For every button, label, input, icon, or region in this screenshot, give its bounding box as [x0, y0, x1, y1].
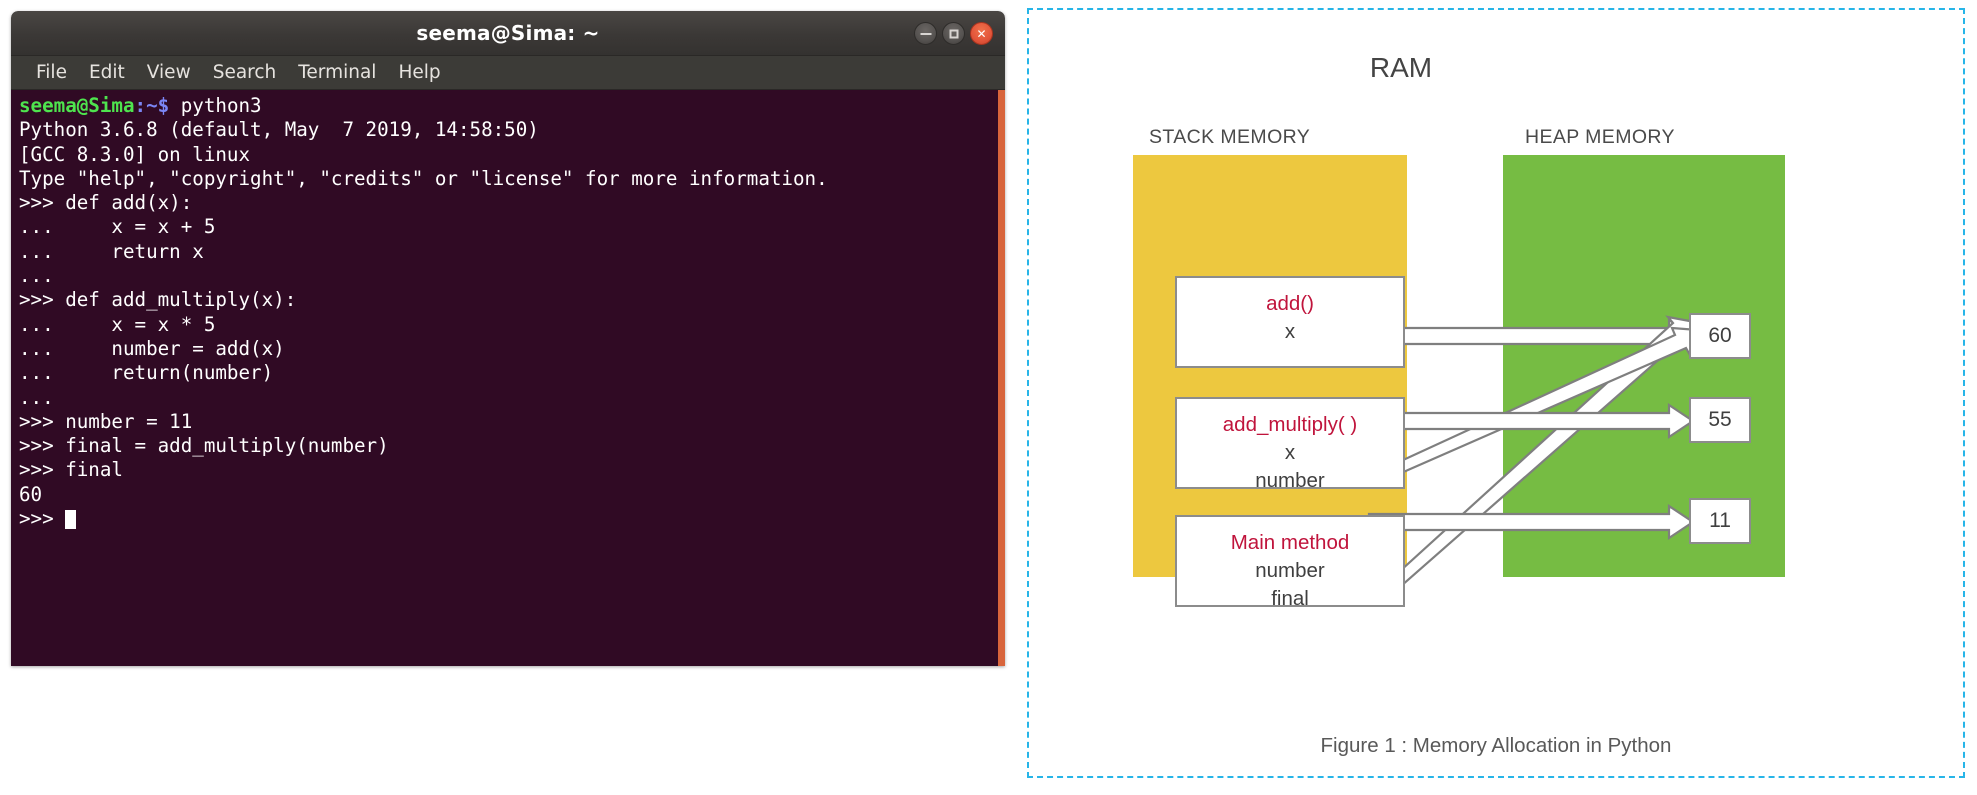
minimize-icon [920, 32, 931, 35]
terminal-line: 60 [19, 482, 43, 506]
terminal-line: ... return(number) [19, 361, 274, 385]
menu-view[interactable]: View [146, 61, 191, 83]
frame-name: add_multiply( ) [1222, 413, 1358, 436]
frame-var: final [1271, 587, 1309, 610]
terminal-menubar: File Edit View Search Terminal Help [11, 56, 1005, 90]
frame-var: number [1255, 469, 1325, 492]
stack-frame-add: add() x [1175, 276, 1405, 368]
stack-memory-label: STACK MEMORY [1149, 126, 1311, 148]
terminal-line: >>> def add_multiply(x): [19, 288, 297, 312]
heap-value-box: 11 [1689, 498, 1751, 544]
terminal-line: ... number = add(x) [19, 336, 285, 360]
ram-title: RAM [1369, 52, 1433, 83]
heap-memory-label: HEAP MEMORY [1525, 126, 1675, 148]
memory-diagram: RAM STACK MEMORY HEAP MEMORY .ar { fill:… [1027, 8, 1965, 778]
window-title: seema@Sima: ~ [416, 21, 600, 45]
terminal-line: >>> [19, 507, 998, 531]
terminal-line: >>> number = 11 [19, 409, 193, 433]
terminal-line: >>> final [19, 458, 123, 482]
terminal-line: Python 3.6.8 (default, May 7 2019, 14:58… [19, 118, 539, 142]
menu-file[interactable]: File [36, 61, 67, 83]
menu-terminal[interactable]: Terminal [298, 61, 377, 83]
terminal-line: seema@Sima:~$ python3 [19, 94, 262, 117]
terminal-line: ... [19, 264, 66, 288]
close-icon: ✕ [976, 26, 987, 41]
stack-frame-add-multiply: add_multiply( ) x number [1175, 397, 1405, 492]
terminal-line: ... x = x * 5 [19, 312, 216, 336]
heap-value-box: 55 [1689, 397, 1751, 443]
terminal-cursor [65, 510, 77, 530]
frame-var: number [1255, 559, 1325, 582]
terminal-window: seema@Sima: ~ ✕ File Edit View Search Te… [11, 11, 1005, 666]
menu-help[interactable]: Help [398, 61, 441, 83]
stack-frame-main-method: Main method number final [1175, 515, 1405, 610]
terminal-line: ... return x [19, 239, 204, 263]
terminal-line: [GCC 8.3.0] on linux [19, 142, 251, 166]
terminal-line: ... [19, 385, 66, 409]
prompt-path: :~$ [134, 94, 170, 117]
frame-var: x [1284, 320, 1296, 343]
terminal-line: Type "help", "copyright", "credits" or "… [19, 166, 828, 190]
terminal-line: >>> final = add_multiply(number) [19, 434, 389, 458]
frame-var: x [1284, 441, 1296, 464]
terminal-line: >>> def add(x): [19, 191, 193, 215]
menu-search[interactable]: Search [212, 61, 277, 83]
maximize-icon [949, 29, 958, 38]
prompt-user: seema@Sima [19, 94, 135, 117]
minimize-button[interactable] [914, 22, 937, 45]
close-button[interactable]: ✕ [970, 22, 993, 45]
frame-name: Main method [1230, 531, 1350, 554]
terminal-titlebar[interactable]: seema@Sima: ~ ✕ [11, 11, 1005, 56]
menu-edit[interactable]: Edit [88, 61, 125, 83]
heap-value-box: 60 [1689, 313, 1751, 359]
figure-caption: Figure 1 : Memory Allocation in Python [1320, 734, 1672, 757]
frame-name: add() [1266, 292, 1314, 315]
terminal-line: ... x = x + 5 [19, 215, 216, 239]
window-controls: ✕ [914, 22, 993, 45]
maximize-button[interactable] [942, 22, 965, 45]
